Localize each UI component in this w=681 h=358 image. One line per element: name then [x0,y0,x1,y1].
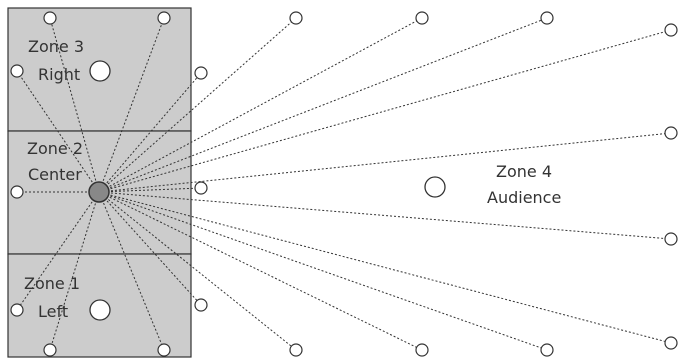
zone-3-name: Zone 3 [28,37,84,56]
speaker-marker-9 [43,343,57,357]
speaker-marker-11 [289,11,303,25]
speaker-marker-7 [10,303,24,317]
connection-line-14 [98,29,672,193]
speaker-marker-19 [415,343,429,357]
zone-1-name: Zone 1 [24,274,80,293]
connection-line-12 [98,17,423,193]
speaker-marker-14 [664,23,678,37]
speaker-marker-4 [194,66,208,80]
zone-4-marker [424,176,446,198]
connection-line-13 [98,17,548,193]
speaker-marker-12 [415,11,429,25]
zone-2-name: Zone 2 [27,139,83,158]
connection-line-20 [98,191,548,351]
zone-4-position: Audience [487,188,561,207]
central-speaker-node [88,181,110,203]
connection-line-3 [16,70,100,193]
speaker-marker-6 [194,181,208,195]
connection-line-6 [98,187,202,193]
speaker-marker-18 [289,343,303,357]
connection-line-10 [98,191,165,351]
connection-line-8 [98,191,202,306]
zone-1-marker [89,299,111,321]
speaker-marker-13 [540,11,554,25]
zone-1-position: Left [38,302,68,321]
zone-labels: Zone 3 Right Zone 2 Center Zone 1 Left Z… [24,37,561,321]
speaker-marker-3 [10,64,24,78]
zone-3-marker [89,60,111,82]
zone-2-position: Center [28,165,82,184]
zone-markers [88,60,446,321]
connection-line-2 [98,17,165,193]
zone-4-name: Zone 4 [496,162,552,181]
connection-line-17 [98,191,672,344]
speaker-marker-2 [157,11,171,25]
connection-line-9 [49,191,100,351]
speaker-marker-15 [664,126,678,140]
speaker-marker-20 [540,343,554,357]
zone-3-position: Right [38,65,80,84]
connection-lines [16,17,672,351]
speaker-marker-1 [43,11,57,25]
speaker-marker-10 [157,343,171,357]
speaker-marker-8 [194,298,208,312]
speaker-marker-5 [10,185,24,199]
speaker-markers [10,11,678,357]
speaker-marker-16 [664,232,678,246]
speaker-marker-17 [664,336,678,350]
